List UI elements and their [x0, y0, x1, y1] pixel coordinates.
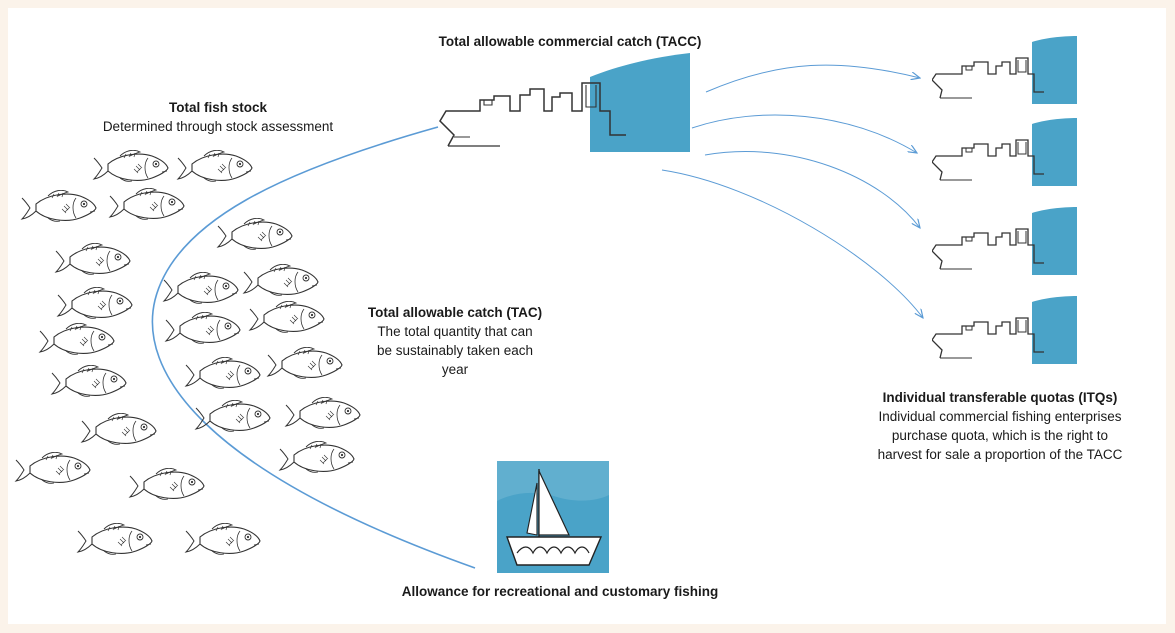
fish-icon [57, 287, 133, 319]
arrow-to-quota-1 [705, 64, 920, 93]
tacc-title: Total allowable commercial catch (TACC) [438, 34, 702, 49]
fish-stock-subtitle: Determined through stock assessment [102, 119, 334, 134]
fish-icon [285, 397, 361, 429]
fish-icon [267, 347, 343, 379]
fish-icon [51, 365, 127, 397]
fish-stock-title: Total fish stock [168, 100, 267, 115]
fish-icon [165, 312, 241, 344]
fish-icon [249, 301, 325, 333]
quota-vessel-icon-4 [932, 296, 1077, 364]
tac-title: Total allowable catch (TAC) [367, 305, 543, 320]
tac-desc-line-2: be sustainably taken each [376, 343, 534, 358]
fish-icon [93, 150, 169, 182]
itq-desc-line-2: purchase quota, which is the right to [891, 428, 1109, 443]
quota-vessel-icon-1 [932, 36, 1077, 104]
fish-icon [195, 400, 271, 432]
fish-icon [21, 190, 97, 222]
fish-icon [129, 468, 205, 500]
fish-icon [39, 323, 115, 355]
fish-school [15, 150, 361, 555]
tac-desc-line-1: The total quantity that can [377, 324, 533, 339]
fish-icon [55, 243, 131, 275]
fish-icon [15, 452, 91, 484]
fish-icon [163, 272, 239, 304]
commercial-vessel-icon [439, 53, 690, 152]
sailboat-icon [497, 461, 609, 573]
arrow-to-quota-3 [704, 151, 920, 228]
tac-desc-line-3: year [441, 362, 469, 377]
fish-icon [185, 523, 261, 555]
fish-icon [243, 264, 319, 296]
itq-title: Individual transferable quotas (ITQs) [882, 390, 1118, 405]
itq-desc-line-1: Individual commercial fishing enterprise… [878, 409, 1122, 424]
quota-vessel-icon-3 [932, 207, 1077, 275]
quota-vessel-icon-2 [932, 118, 1077, 186]
arrow-to-quota-2 [691, 114, 917, 153]
fish-icon [177, 150, 253, 182]
recreational-title: Allowance for recreational and customary… [401, 584, 719, 599]
tac-boundary-curve [151, 126, 476, 569]
fish-icon [185, 357, 261, 389]
fish-icon [77, 523, 153, 555]
fish-icon [81, 413, 157, 445]
fish-icon [109, 188, 185, 220]
itq-desc-line-3: harvest for sale a proportion of the TAC… [877, 447, 1123, 462]
fish-icon [217, 218, 293, 250]
fish-icon [279, 441, 355, 473]
arrow-to-quota-4 [661, 169, 923, 318]
